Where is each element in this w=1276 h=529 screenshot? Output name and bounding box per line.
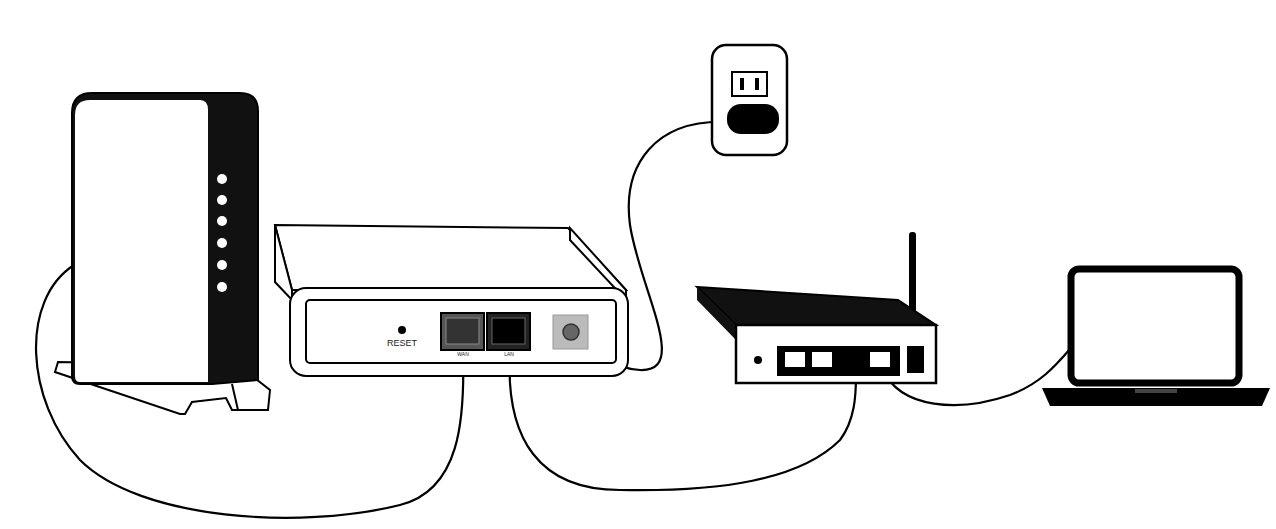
port-label: WAN (457, 352, 468, 357)
port-label: LAN (504, 352, 514, 357)
ethernet-device (275, 225, 628, 376)
button-label: RESET (387, 339, 417, 348)
wall-outlet (712, 45, 787, 155)
router (697, 232, 936, 383)
modem (55, 93, 270, 414)
laptop (1042, 269, 1270, 406)
